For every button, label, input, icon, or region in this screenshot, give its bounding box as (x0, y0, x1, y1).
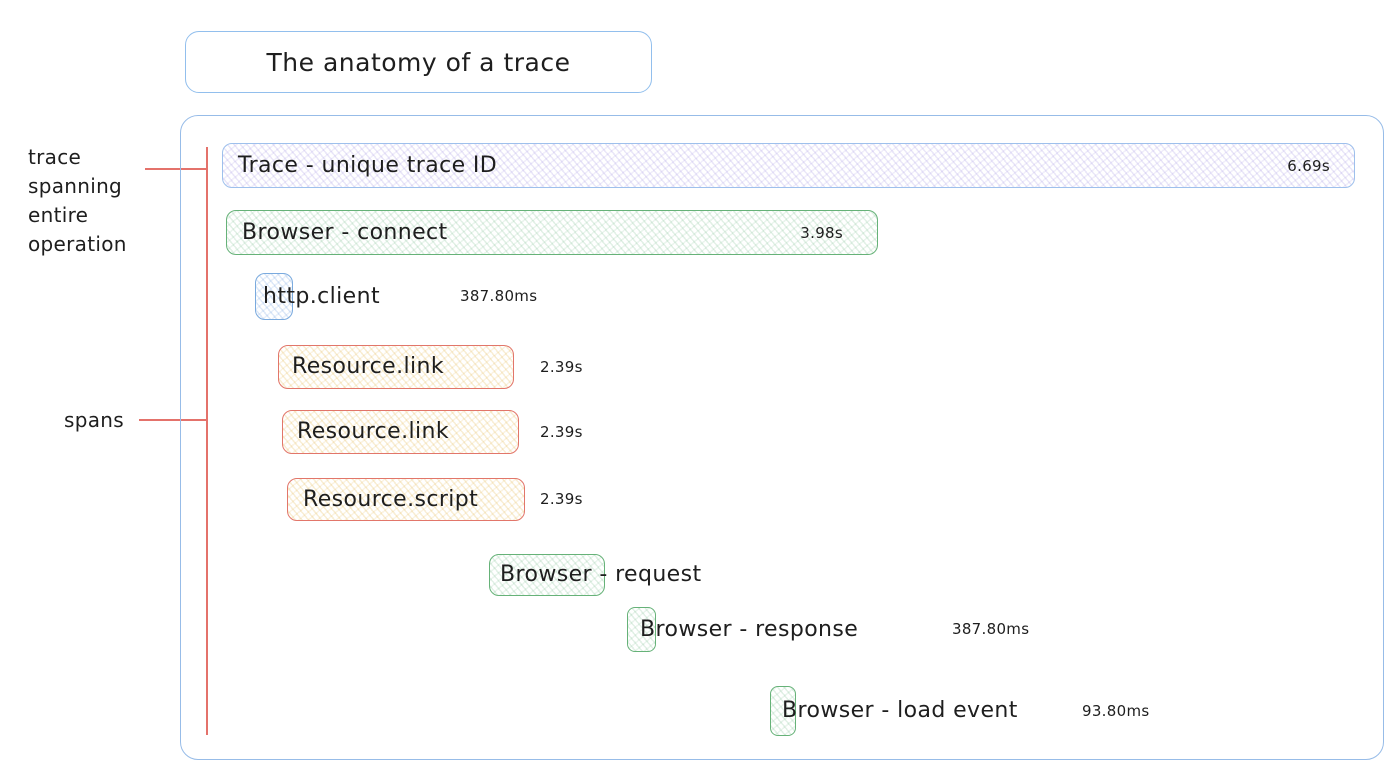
span-duration-resource-script: 2.39s (540, 490, 583, 508)
span-box-browser-load-event (770, 686, 796, 736)
span-duration-browser-response: 387.80ms (952, 620, 1030, 638)
span-duration-browser-connect: 3.98s (800, 223, 843, 242)
span-bar-trace: Trace - unique trace ID 6.69s (222, 143, 1355, 188)
span-label-resource-script: Resource.script (303, 487, 479, 512)
span-box-http-client (255, 273, 293, 320)
span-duration-resource-link-2: 2.39s (540, 423, 583, 441)
span-box-resource-script (287, 478, 525, 521)
span-box-browser-request (489, 554, 605, 596)
span-label-resource-link-1: Resource.link (292, 354, 444, 379)
annotation-connector-vertical-line (206, 147, 208, 735)
trace-panel (180, 115, 1384, 760)
title-box: The anatomy of a trace (185, 31, 652, 93)
span-duration-browser-load-event: 93.80ms (1082, 702, 1150, 720)
span-label-browser-connect: Browser - connect (242, 220, 448, 245)
span-bar-browser-connect: Browser - connect 3.98s (226, 210, 878, 255)
span-label-browser-response: Browser - response (640, 617, 859, 642)
span-duration-http-client: 387.80ms (460, 287, 538, 305)
annotation-trace-spanning: trace spanning entire operation (28, 145, 127, 256)
annotation-connector-trace-line (145, 168, 207, 170)
annotation-spans: spans (64, 408, 124, 432)
span-label-resource-link-2: Resource.link (297, 419, 449, 444)
span-duration-trace: 6.69s (1287, 156, 1330, 175)
diagram-title: The anatomy of a trace (266, 47, 571, 77)
span-label-browser-request: Browser - request (500, 562, 702, 587)
span-box-resource-link-1 (278, 345, 514, 389)
annotation-connector-spans-line (139, 419, 208, 421)
span-label-trace: Trace - unique trace ID (238, 153, 498, 178)
span-box-browser-response (627, 607, 656, 652)
span-label-http-client: http.client (263, 284, 380, 309)
span-box-resource-link-2 (282, 410, 519, 454)
span-label-browser-load-event: Browser - load event (782, 698, 1018, 723)
span-duration-resource-link-1: 2.39s (540, 358, 583, 376)
